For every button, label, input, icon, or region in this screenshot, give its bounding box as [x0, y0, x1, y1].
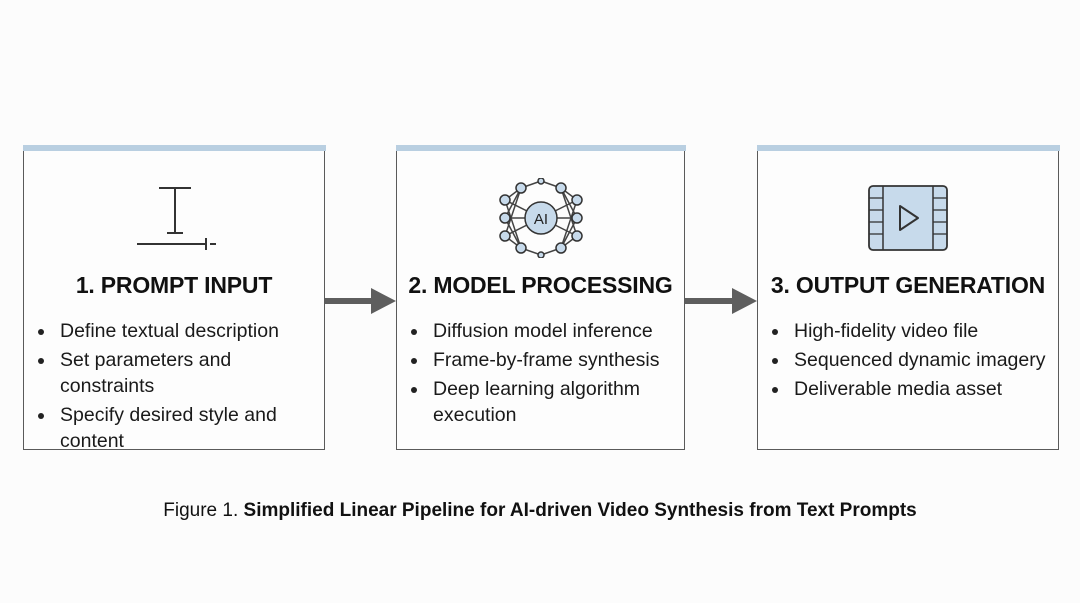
list-item: Define textual description — [36, 318, 322, 344]
step-box-prompt-input: 1. PROMPT INPUT Define textual descripti… — [22, 144, 326, 452]
list-item: Sequenced dynamic imagery — [770, 347, 1056, 373]
caption-prefix: Figure 1. — [163, 500, 239, 521]
step-box-model-processing: AI 2. MODEL PROCESSING Diffusion model i… — [395, 144, 686, 450]
video-file-icon — [758, 178, 1058, 258]
list-item: Diffusion model inference — [409, 318, 682, 344]
caption-text: Simplified Linear Pipeline for AI-driven… — [243, 500, 917, 521]
step-title: 2. MODEL PROCESSING — [408, 272, 673, 298]
list-item: High-fidelity video file — [770, 318, 1056, 344]
figure-caption: Figure 1. Simplified Linear Pipeline for… — [0, 500, 1080, 522]
list-item: Set parameters and constraints — [36, 347, 322, 399]
list-item: Specify desired style and content — [36, 402, 322, 454]
flow-arrow-icon — [685, 288, 757, 314]
neural-network-ai-icon: AI — [397, 178, 684, 258]
list-item: Frame-by-frame synthesis — [409, 347, 682, 373]
step-bullet-list: High-fidelity video file Sequenced dynam… — [770, 318, 1056, 405]
step-title: 1. PROMPT INPUT — [75, 272, 273, 298]
flow-arrow-icon — [325, 288, 396, 314]
step-bullet-list: Diffusion model inference Frame-by-frame… — [409, 318, 682, 431]
step-box-output-generation: 3. OUTPUT GENERATION High-fidelity video… — [756, 144, 1060, 450]
ai-icon-label: AI — [533, 211, 547, 228]
text-cursor-icon — [24, 178, 324, 258]
list-item: Deliverable media asset — [770, 376, 1056, 402]
step-bullet-list: Define textual description Set parameter… — [36, 318, 322, 457]
step-title: 3. OUTPUT GENERATION — [770, 272, 1046, 298]
list-item: Deep learning algorithm execution — [409, 376, 682, 428]
